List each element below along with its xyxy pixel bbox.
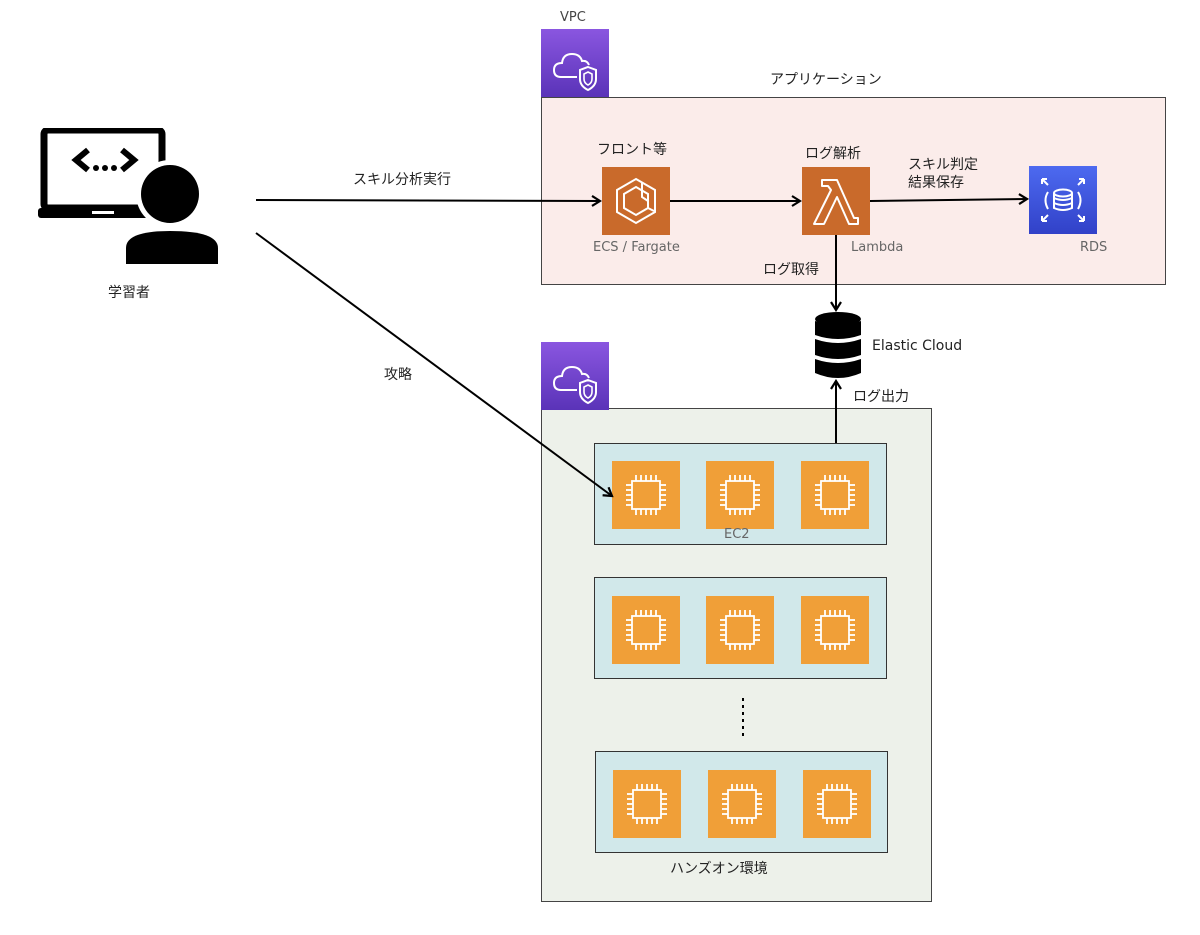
ec2-instance-icon [612,596,680,664]
attack-edge-label: 攻略 [384,367,412,383]
ec2-instance-icon [613,770,681,838]
elastic-cloud-label: Elastic Cloud [872,338,963,354]
log-output-edge-label: ログ出力 [853,389,909,405]
ec2-instance-icon [801,461,869,529]
application-group-label: アプリケーション [770,72,882,88]
save-result-edge-label-1: スキル判定 [908,157,978,173]
ecs-role-label: フロント等 [597,142,667,158]
learner-label: 学習者 [108,285,150,301]
ec2-instance-icon [706,596,774,664]
vpc-icon [541,29,609,97]
skill-analysis-edge-label: スキル分析実行 [353,172,451,188]
ecs-fargate-icon [602,167,670,235]
lambda-name-label: Lambda [851,240,904,255]
rds-name-label: RDS [1080,240,1108,255]
vpc-label: VPC [560,10,586,25]
save-result-edge-label-2: 結果保存 [908,175,964,191]
rds-icon [1029,166,1097,234]
lambda-role-label: ログ解析 [805,146,861,162]
learner-icon [38,126,225,268]
handson-group-label: ハンズオン環境 [670,861,768,877]
ec2-instance-icon [708,770,776,838]
ec2-instance-icon [706,461,774,529]
ec2-instance-icon [803,770,871,838]
ellipsis-more-groups [741,698,745,738]
ec2-instance-icon [801,596,869,664]
vpc-icon [541,342,609,410]
lambda-icon [802,167,870,235]
database-icon [814,311,862,381]
ec2-instance-icon [612,461,680,529]
ecs-name-label: ECS / Fargate [593,240,680,255]
ec2-label: EC2 [724,527,750,542]
log-fetch-edge-label: ログ取得 [763,262,819,278]
